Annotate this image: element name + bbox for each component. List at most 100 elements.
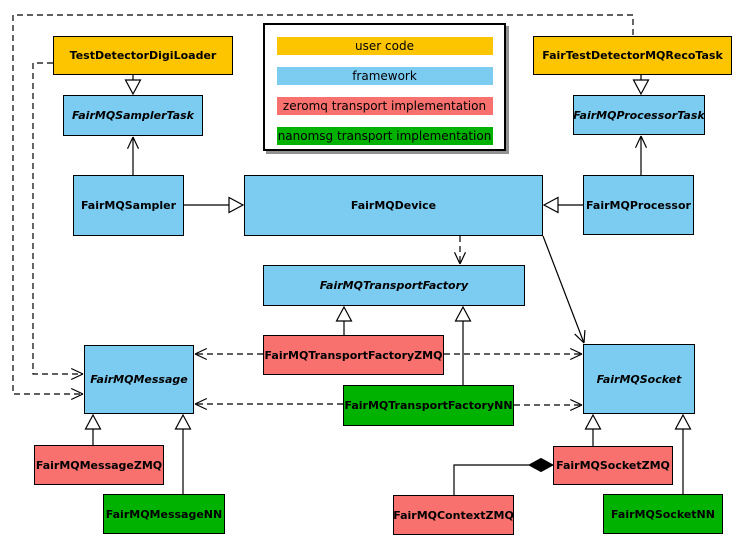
- node-TestDetectorDigiLoader: TestDetectorDigiLoader: [53, 36, 233, 75]
- node-FairMQProcessorTask: FairMQProcessorTask: [573, 95, 705, 135]
- inheritance-triangle-icon: [84, 413, 102, 430]
- open-arrowhead-icon: [70, 367, 84, 375]
- node-label: FairMQProcessorTask: [573, 108, 705, 122]
- legend-item-zeromq: zeromq transport implementation: [276, 97, 493, 115]
- node-FairMQDevice: FairMQDevice: [244, 175, 543, 236]
- node-FairMQTransportFactory: FairMQTransportFactory: [263, 265, 525, 306]
- node-FairMQTransportFactoryZMQ: FairMQTransportFactoryZMQ: [263, 335, 444, 375]
- legend-item-framework: framework: [276, 67, 493, 85]
- dependency-line: [12, 14, 634, 395]
- node-label: TestDetectorDigiLoader: [69, 49, 217, 62]
- inheritance-triangle-icon: [454, 305, 472, 322]
- open-arrowhead-icon: [194, 403, 208, 411]
- node-label: FairMQMessageNN: [105, 507, 223, 521]
- edge-FairTestDetectorMQRecoTask-to-FairMQProcessorTask: [632, 75, 650, 96]
- node-FairMQSampler: FairMQSampler: [73, 175, 184, 236]
- node-label: FairMQTransportFactoryNN: [344, 399, 513, 412]
- node-FairMQSamplerTask: FairMQSamplerTask: [63, 95, 203, 136]
- edge-FairMQSampler-to-FairMQDevice: [184, 196, 245, 214]
- edge-FairMQTransportFactoryZMQ-to-FairMQTransportFactory: [335, 305, 353, 335]
- node-label: FairMQSampler: [80, 199, 177, 212]
- association-line: [542, 235, 585, 344]
- open-arrowhead-icon: [569, 404, 583, 412]
- node-FairMQMessageZMQ: FairMQMessageZMQ: [34, 445, 164, 485]
- open-arrowhead-icon: [132, 136, 140, 150]
- edge-FairMQProcessor-to-FairMQProcessorTask: [634, 135, 648, 175]
- legend-items: user code framework zeromq transport imple…: [265, 37, 504, 145]
- open-arrowhead-icon: [453, 251, 461, 265]
- node-label: FairMQDevice: [350, 199, 437, 212]
- open-arrowhead-icon: [459, 251, 467, 265]
- edge-FairTestDetectorMQRecoTask-to-FairMQMessage: [12, 14, 634, 401]
- node-FairMQSocket: FairMQSocket: [583, 344, 695, 414]
- open-arrowhead-icon: [569, 347, 583, 355]
- open-arrowhead-icon: [569, 398, 583, 406]
- open-arrowhead-icon: [569, 353, 583, 361]
- legend-label: zeromq transport implementation: [282, 99, 487, 113]
- inheritance-triangle-icon: [174, 413, 192, 430]
- edge-FairMQSocketZMQ-to-FairMQSocket: [584, 413, 602, 446]
- node-label: FairMQTransportFactoryZMQ: [264, 348, 443, 362]
- legend-item-user_code: user code: [276, 37, 493, 55]
- edge-FairMQTransportFactoryNN-to-FairMQMessage: [194, 397, 343, 411]
- edge-TestDetectorDigiLoader-to-FairMQSamplerTask: [124, 75, 142, 96]
- edge-FairMQDevice-to-FairMQSocket: [542, 235, 586, 344]
- legend-label: nanomsg transport implementation: [277, 129, 492, 143]
- inheritance-triangle-icon: [674, 413, 692, 430]
- node-FairMQSocketZMQ: FairMQSocketZMQ: [553, 446, 673, 485]
- node-label: FairMQProcessor: [586, 198, 691, 212]
- open-arrowhead-icon: [194, 353, 208, 361]
- node-label: FairTestDetectorMQRecoTask: [542, 49, 723, 62]
- edge-FairMQSocketNN-to-FairMQSocket: [674, 413, 692, 494]
- inheritance-triangle-icon: [632, 79, 650, 96]
- dependency-line: [32, 62, 83, 375]
- inheritance-triangle-icon: [335, 305, 353, 322]
- node-label: FairMQSocketZMQ: [556, 459, 670, 472]
- edge-FairMQTransportFactoryNN-to-FairMQTransportFactory: [454, 305, 472, 385]
- open-arrowhead-icon: [70, 393, 84, 401]
- edge-TestDetectorDigiLoader-to-FairMQMessage: [32, 62, 84, 381]
- edge-FairMQTransportFactoryNN-to-FairMQSocket: [514, 398, 583, 412]
- node-label: FairMQContextZMQ: [393, 508, 514, 522]
- open-arrowhead-icon: [194, 347, 208, 355]
- open-arrowhead-icon: [634, 135, 642, 149]
- inheritance-triangle-icon: [124, 79, 142, 96]
- open-arrowhead-icon: [640, 135, 648, 149]
- legend-box: user code framework zeromq transport imple…: [263, 23, 506, 151]
- open-arrowhead-icon: [574, 333, 585, 344]
- node-FairTestDetectorMQRecoTask: FairTestDetectorMQRecoTask: [533, 36, 732, 75]
- open-arrowhead-icon: [70, 387, 84, 395]
- edge-FairMQMessageZMQ-to-FairMQMessage: [84, 413, 102, 445]
- open-arrowhead-icon: [70, 373, 84, 381]
- node-FairMQProcessor: FairMQProcessor: [583, 175, 694, 235]
- node-FairMQContextZMQ: FairMQContextZMQ: [393, 495, 514, 535]
- node-label: FairMQMessage: [90, 373, 188, 386]
- node-FairMQTransportFactoryNN: FairMQTransportFactoryNN: [343, 385, 514, 426]
- edge-FairMQTransportFactoryZMQ-to-FairMQSocket: [444, 347, 583, 361]
- edge-FairMQTransportFactoryZMQ-to-FairMQMessage: [194, 347, 263, 361]
- legend-item-nanomsg: nanomsg transport implementation: [276, 127, 493, 145]
- composition-diamond-icon: [527, 457, 555, 473]
- edge-FairMQProcessor-to-FairMQDevice: [542, 196, 583, 214]
- open-arrowhead-icon: [194, 397, 208, 405]
- inheritance-triangle-icon: [228, 196, 245, 214]
- inheritance-triangle-icon: [584, 413, 602, 430]
- open-arrowhead-icon: [583, 329, 586, 344]
- node-label: FairMQMessageZMQ: [35, 458, 163, 472]
- node-FairMQSocketNN: FairMQSocketNN: [603, 494, 723, 534]
- edge-FairMQSampler-to-FairMQSamplerTask: [126, 136, 140, 175]
- node-label: FairMQSocketNN: [611, 507, 715, 521]
- edge-FairMQDevice-to-FairMQTransportFactory: [453, 236, 467, 265]
- edge-FairMQMessageNN-to-FairMQMessage: [174, 413, 192, 494]
- node-label: FairMQTransportFactory: [319, 279, 469, 292]
- edge-FairMQContextZMQ-to-FairMQSocketZMQ: [453, 457, 555, 495]
- node-label: FairMQSamplerTask: [72, 109, 194, 122]
- legend-label: framework: [352, 69, 417, 83]
- node-label: FairMQSocket: [596, 372, 682, 386]
- node-FairMQMessage: FairMQMessage: [84, 345, 194, 414]
- inheritance-triangle-icon: [542, 196, 559, 214]
- legend-label: user code: [355, 39, 414, 53]
- association-line: [453, 464, 529, 495]
